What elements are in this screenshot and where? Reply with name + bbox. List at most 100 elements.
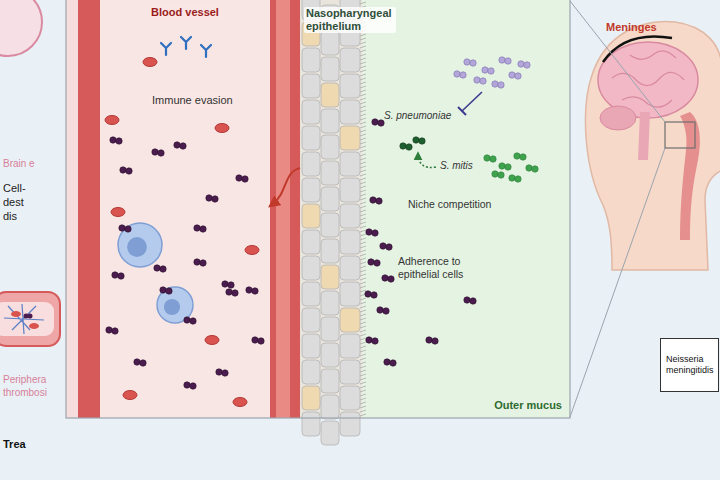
- meningococcus: [426, 337, 432, 343]
- meningococcus: [119, 225, 125, 231]
- cilium: [360, 250, 366, 252]
- pneumococcus: [454, 71, 460, 77]
- epithelial-cell: [321, 83, 339, 107]
- cut-label: dest: [3, 196, 24, 209]
- cilium: [360, 206, 366, 208]
- s-mitis: [484, 155, 490, 161]
- epithelial-cell: [321, 291, 339, 315]
- meningococcus: [372, 230, 378, 236]
- antibody: [201, 45, 211, 57]
- connector-arrow: [270, 168, 300, 206]
- epithelial-cell: [321, 57, 339, 81]
- cilium: [360, 42, 366, 44]
- cilium: [360, 98, 366, 100]
- epithelial-cell: [321, 109, 339, 133]
- meningococcus: [372, 338, 378, 344]
- epithelial-cell: [340, 230, 360, 254]
- cilium: [360, 402, 366, 404]
- meningococcus: [222, 281, 228, 287]
- cut-label: Brain e: [3, 158, 35, 170]
- meningococcus: [366, 337, 372, 343]
- meningococcus: [371, 292, 377, 298]
- epithelial-cell: [302, 204, 320, 228]
- callout-box: Neisseria meningitidis: [660, 338, 719, 392]
- meningococcus: [125, 226, 131, 232]
- cilium: [360, 346, 366, 348]
- inhibition-bar: [458, 107, 466, 115]
- callout-text: Neisseria meningitidis: [664, 354, 716, 376]
- epithelial-cell: [302, 308, 320, 332]
- pneumococcus: [474, 77, 480, 83]
- meningococcus: [382, 275, 388, 281]
- cilium: [360, 234, 366, 236]
- cilium: [360, 366, 366, 368]
- brain-figure: [0, 0, 42, 56]
- epithelial-cell: [340, 282, 360, 306]
- meningococcus: [226, 289, 232, 295]
- epithelial-cell: [302, 230, 320, 254]
- process-label: Niche competition: [408, 198, 491, 211]
- cilium: [360, 390, 366, 392]
- cilium: [360, 378, 366, 380]
- meningococcus: [116, 138, 122, 144]
- pneumococcus: [499, 57, 505, 63]
- meningococcus: [365, 119, 476, 366]
- epithelium-ground: [300, 0, 362, 418]
- cilium: [360, 86, 366, 88]
- meningococcus: [134, 359, 140, 365]
- cilium: [360, 50, 366, 52]
- head-figure: [570, 1, 720, 417]
- epithelial-cell: [302, 386, 320, 410]
- red-blood-cell: [233, 398, 247, 407]
- epithelial-cell: [340, 152, 360, 176]
- cilium: [360, 270, 366, 272]
- meningococcus: [378, 120, 384, 126]
- cilium: [360, 322, 366, 324]
- cilium: [360, 74, 366, 76]
- region-heading: Outer mucus: [492, 399, 564, 412]
- meningococcus: [383, 308, 389, 314]
- cilium: [360, 194, 366, 196]
- s-mitis: [505, 164, 511, 170]
- cilium: [360, 230, 366, 232]
- meningococcus: [242, 176, 248, 182]
- red-blood-cell: [245, 246, 259, 255]
- s-mitis: [526, 165, 532, 171]
- epithelial-cell: [302, 126, 320, 150]
- meningococcus: [258, 338, 264, 344]
- cilium: [360, 130, 366, 132]
- vessel-wall: [270, 0, 300, 418]
- meningococcus: [106, 327, 112, 333]
- zoom-box: [665, 122, 695, 148]
- antibody: [161, 43, 171, 55]
- species-label: S. pneumoniae: [384, 110, 451, 122]
- pneumococcus: [509, 72, 515, 78]
- cilium: [360, 302, 366, 304]
- cut-label: thrombosi: [3, 387, 47, 399]
- competition-arrow: [418, 153, 436, 167]
- cilium: [360, 338, 366, 340]
- red-blood-cell: [215, 124, 229, 133]
- organ-label: Meninges: [606, 21, 657, 34]
- mucus-ground: [362, 0, 570, 418]
- meningococcus: [120, 167, 126, 173]
- meningococcus: [190, 383, 196, 389]
- panel-border: [66, 0, 570, 418]
- pneumococcus: [515, 73, 521, 79]
- pneumococcus: [460, 72, 466, 78]
- s-mitis: [419, 138, 425, 144]
- macrophage: [157, 287, 193, 323]
- cilium: [360, 154, 366, 156]
- zoom-line: [570, 1, 665, 417]
- cilium: [360, 310, 366, 312]
- meningococcus: [112, 272, 118, 278]
- epithelial-cell: [340, 386, 360, 410]
- meningococcus: [216, 369, 222, 375]
- macrophage-nucleus: [164, 299, 180, 315]
- epithelial-cell: [340, 100, 360, 124]
- vessel-lumen: [100, 0, 270, 418]
- epithelial-cell: [321, 343, 339, 367]
- cilium: [360, 186, 366, 188]
- cilium: [360, 330, 366, 332]
- s-mitis: [400, 143, 406, 149]
